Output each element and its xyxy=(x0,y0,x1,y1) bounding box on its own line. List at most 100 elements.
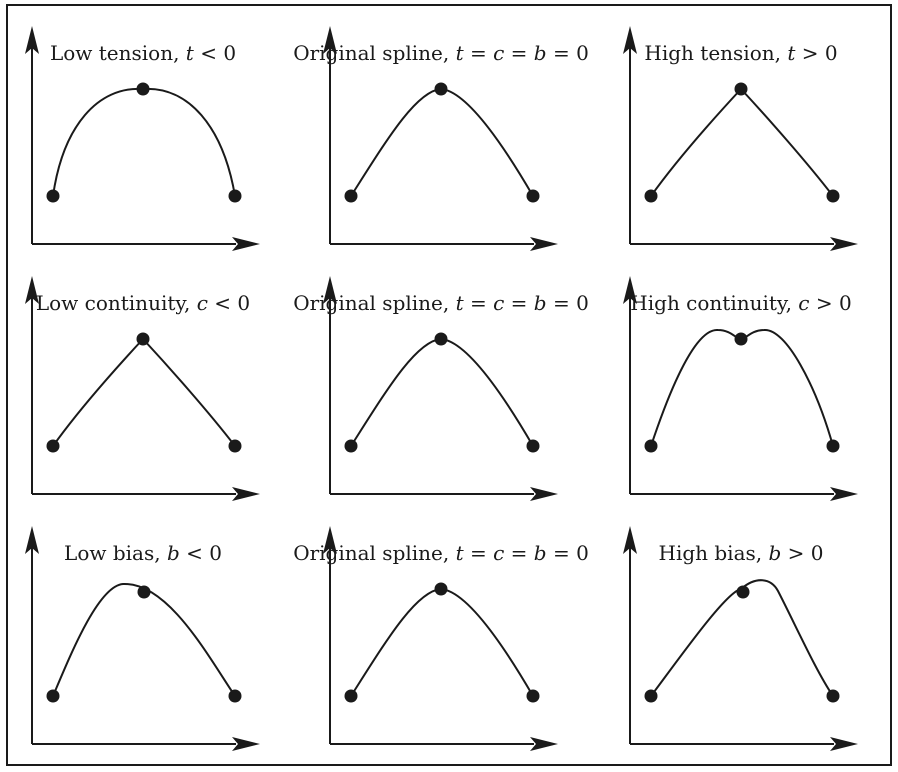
x-axis-arrow xyxy=(530,737,558,751)
panel-title: High continuity, c > 0 xyxy=(630,291,851,315)
y-axis-arrow xyxy=(623,526,637,554)
control-point-2 xyxy=(434,332,448,346)
spline-curve xyxy=(650,579,834,697)
kochanek-bartels-spline-figure: Low tension, t < 0 Original spline, t = c… xyxy=(6,4,892,766)
control-point-1 xyxy=(344,189,358,203)
title-variable: b xyxy=(534,541,547,565)
control-point-1 xyxy=(344,439,358,453)
x-axis-arrow xyxy=(530,237,558,251)
panel-title: Original spline, t = c = b = 0 xyxy=(293,41,589,65)
title-text: = xyxy=(464,41,493,65)
title-text: = xyxy=(504,41,533,65)
control-point-2 xyxy=(137,585,151,599)
title-text: = xyxy=(504,541,533,565)
control-point-3 xyxy=(526,439,540,453)
control-point-2 xyxy=(736,585,750,599)
title-variable: b xyxy=(534,41,547,65)
control-point-1 xyxy=(644,189,658,203)
title-text: High tension, xyxy=(644,41,787,65)
title-text: > 0 xyxy=(781,541,823,565)
title-text: = 0 xyxy=(547,541,589,565)
panel-original-2: Original spline, t = c = b = 0 xyxy=(293,276,589,501)
control-point-2 xyxy=(734,332,748,346)
panel-high-bias: High bias, b > 0 xyxy=(623,526,858,751)
control-point-2 xyxy=(434,582,448,596)
spline-curve xyxy=(350,87,534,197)
panel-high-continuity: High continuity, c > 0 xyxy=(623,276,858,501)
spline-curve xyxy=(52,337,236,447)
panel-title: High bias, b > 0 xyxy=(659,541,824,565)
panel-low-bias: Low bias, b < 0 xyxy=(25,526,260,751)
title-text: = xyxy=(464,541,493,565)
x-axis-arrow xyxy=(232,487,260,501)
title-text: Low tension, xyxy=(50,41,186,65)
y-axis-arrow xyxy=(25,526,39,554)
control-point-2 xyxy=(136,82,150,96)
control-point-1 xyxy=(344,689,358,703)
title-text: = xyxy=(464,291,493,315)
title-text: Original spline, xyxy=(293,291,455,315)
control-point-3 xyxy=(228,689,242,703)
title-text: Low bias, xyxy=(64,541,167,565)
title-text: < 0 xyxy=(180,541,222,565)
x-axis-arrow xyxy=(830,737,858,751)
title-variable: c xyxy=(798,291,809,315)
panel-title: Original spline, t = c = b = 0 xyxy=(293,291,589,315)
spline-curve xyxy=(350,587,534,697)
control-point-1 xyxy=(644,689,658,703)
panel-grid: Low tension, t < 0 Original spline, t = c… xyxy=(25,26,858,751)
x-axis-arrow xyxy=(232,237,260,251)
title-variable: c xyxy=(493,541,504,565)
spline-curve xyxy=(52,87,236,197)
title-text: High bias, xyxy=(659,541,769,565)
spline-curve xyxy=(350,337,534,447)
panel-title: Original spline, t = c = b = 0 xyxy=(293,541,589,565)
title-variable: b xyxy=(167,541,180,565)
control-point-2 xyxy=(734,82,748,96)
title-variable: c xyxy=(493,41,504,65)
y-axis-arrow xyxy=(623,276,637,304)
control-point-2 xyxy=(434,82,448,96)
title-variable: t xyxy=(456,541,465,565)
panel-title: Low tension, t < 0 xyxy=(50,41,236,65)
title-text: Low continuity, xyxy=(36,291,197,315)
title-variable: t xyxy=(186,41,195,65)
spline-curve xyxy=(52,582,236,697)
title-variable: c xyxy=(493,291,504,315)
title-text: < 0 xyxy=(194,41,236,65)
title-text: = 0 xyxy=(547,41,589,65)
title-text: High continuity, xyxy=(630,291,798,315)
title-variable: c xyxy=(197,291,208,315)
control-point-1 xyxy=(46,439,60,453)
spline-curve xyxy=(650,328,834,447)
panel-low-tension: Low tension, t < 0 xyxy=(25,26,260,251)
spline-curve xyxy=(650,87,834,197)
y-axis-arrow xyxy=(623,26,637,54)
x-axis-arrow xyxy=(830,487,858,501)
title-variable: t xyxy=(456,291,465,315)
title-variable: b xyxy=(534,291,547,315)
x-axis-arrow xyxy=(830,237,858,251)
y-axis-arrow xyxy=(323,26,337,54)
panel-title: Low continuity, c < 0 xyxy=(36,291,250,315)
control-point-1 xyxy=(46,689,60,703)
x-axis-arrow xyxy=(530,487,558,501)
y-axis-arrow xyxy=(25,276,39,304)
y-axis-arrow xyxy=(323,526,337,554)
panel-high-tension: High tension, t > 0 xyxy=(623,26,858,251)
x-axis-arrow xyxy=(232,737,260,751)
title-text: > 0 xyxy=(810,291,852,315)
control-point-3 xyxy=(228,439,242,453)
control-point-3 xyxy=(526,689,540,703)
control-point-1 xyxy=(644,439,658,453)
control-point-1 xyxy=(46,189,60,203)
title-variable: t xyxy=(787,41,796,65)
control-point-3 xyxy=(228,189,242,203)
title-text: Original spline, xyxy=(293,541,455,565)
panel-title: High tension, t > 0 xyxy=(644,41,837,65)
y-axis-arrow xyxy=(323,276,337,304)
title-text: < 0 xyxy=(208,291,250,315)
control-point-3 xyxy=(826,689,840,703)
panel-original-3: Original spline, t = c = b = 0 xyxy=(293,526,589,751)
control-point-3 xyxy=(826,439,840,453)
